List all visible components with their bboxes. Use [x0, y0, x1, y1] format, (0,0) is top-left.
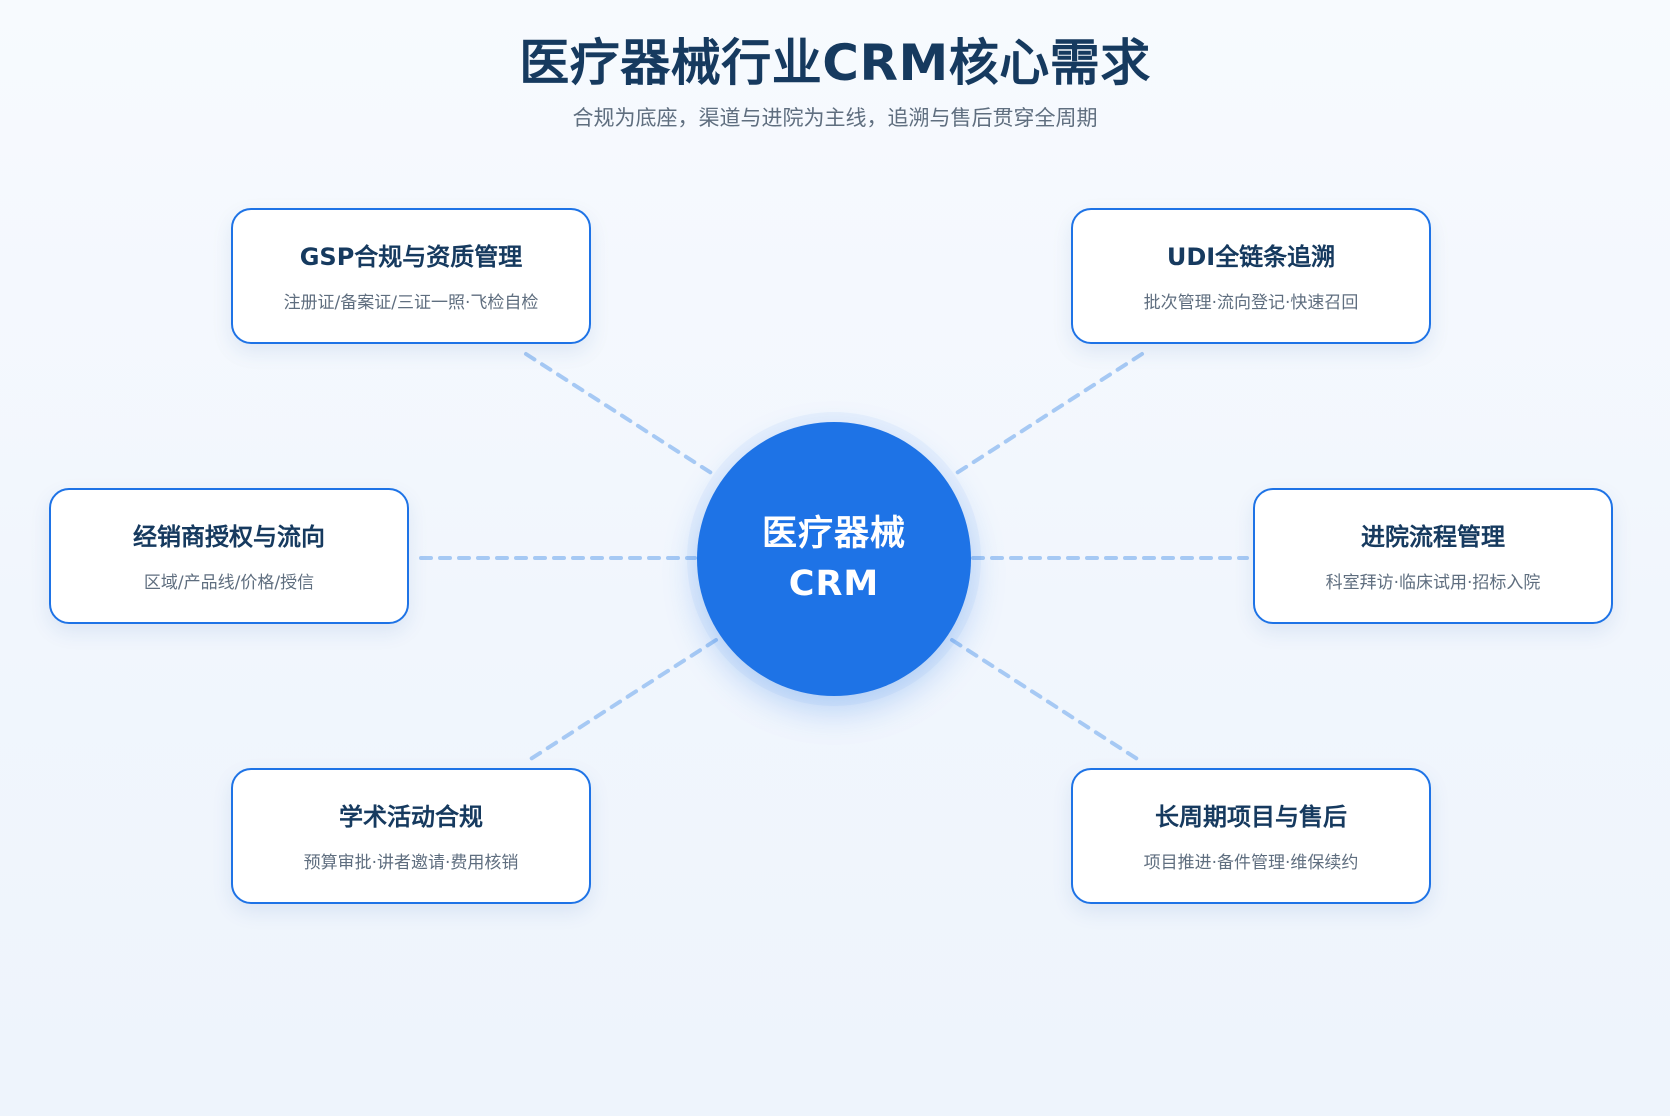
hub-label-line2: CRM	[788, 564, 880, 604]
crm-hub-circle: 医疗器械 CRM	[697, 422, 971, 696]
node-title: UDI全链条追溯	[1166, 243, 1336, 271]
node-dealer-authorization: 经销商授权与流向 区域/产品线/价格/授信	[49, 488, 409, 624]
node-description: 注册证/备案证/三证一照·飞检自检	[283, 293, 539, 313]
node-udi-traceability: UDI全链条追溯 批次管理·流向登记·快速召回	[1071, 208, 1431, 344]
node-title: 学术活动合规	[339, 803, 483, 831]
node-description: 科室拜访·临床试用·招标入院	[1325, 573, 1541, 593]
node-title: 经销商授权与流向	[133, 523, 325, 551]
page-title: 医疗器械行业CRM核心需求	[519, 34, 1151, 92]
connector-line-bottom-left	[524, 638, 718, 764]
node-description: 项目推进·备件管理·维保续约	[1143, 853, 1359, 873]
node-description: 区域/产品线/价格/授信	[143, 573, 315, 593]
node-title: GSP合规与资质管理	[299, 243, 523, 271]
node-long-cycle-after-sales: 长周期项目与售后 项目推进·备件管理·维保续约	[1071, 768, 1431, 904]
node-academic-compliance: 学术活动合规 预算审批·讲者邀请·费用核销	[231, 768, 591, 904]
connector-line-top-right	[950, 352, 1144, 478]
hub-label-line1: 医疗器械	[761, 514, 906, 554]
connector-line-top-left	[524, 352, 718, 478]
node-hospital-entry: 进院流程管理 科室拜访·临床试用·招标入院	[1253, 488, 1613, 624]
page-subtitle: 合规为底座，渠道与进院为主线，追溯与售后贯穿全周期	[572, 106, 1098, 130]
node-title: 进院流程管理	[1361, 523, 1505, 551]
node-gsp-compliance: GSP合规与资质管理 注册证/备案证/三证一照·飞检自检	[231, 208, 591, 344]
node-description: 预算审批·讲者邀请·费用核销	[303, 853, 519, 873]
connector-line-bottom-right	[950, 638, 1144, 764]
node-description: 批次管理·流向登记·快速召回	[1143, 293, 1359, 313]
node-title: 长周期项目与售后	[1155, 803, 1347, 831]
